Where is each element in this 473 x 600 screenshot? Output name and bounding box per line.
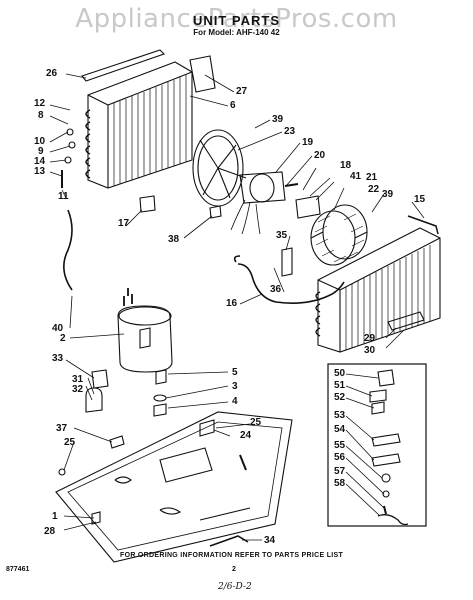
callout-39: 39: [272, 114, 284, 125]
fan-motor: [230, 171, 299, 235]
callout-4: 4: [232, 396, 238, 407]
callout-5: 5: [232, 367, 238, 378]
document-number: 877461: [6, 566, 30, 573]
callout-21: 21: [366, 172, 378, 183]
base-pan: [55, 411, 293, 563]
callout-58: 58: [334, 478, 346, 489]
callout-12: 12: [34, 98, 46, 109]
callout-16: 16: [226, 298, 238, 309]
ordering-note: FOR ORDERING INFORMATION REFER TO PARTS …: [120, 552, 344, 559]
compressor: [117, 288, 173, 373]
condenser-coil: [85, 61, 193, 189]
page-number: 2: [232, 566, 236, 573]
watermark-text: AppliancePartsPros.com: [75, 4, 398, 34]
callout-8: 8: [38, 110, 44, 121]
callout-23: 23: [284, 126, 296, 137]
callout-6: 6: [230, 100, 236, 111]
callout-25b: 25: [64, 437, 76, 448]
gasket-strip: [81, 49, 166, 82]
callout-38: 38: [168, 234, 180, 245]
seal-strip: [189, 55, 216, 93]
callout-36: 36: [270, 284, 282, 295]
callout-30: 30: [364, 345, 376, 356]
callout-26: 26: [46, 68, 58, 79]
callout-34: 34: [264, 535, 276, 546]
callout-27: 27: [236, 86, 248, 97]
callout-40: 40: [52, 323, 64, 334]
callout-33: 33: [52, 353, 64, 364]
diagram-subtitle: For Model: AHF-140 42: [193, 28, 280, 37]
callout-15: 15: [414, 194, 426, 205]
callout-28: 28: [44, 526, 56, 537]
callout-19: 19: [302, 137, 314, 148]
evaporator-coil: [315, 227, 441, 353]
callout-3: 3: [232, 381, 238, 392]
diagram-title: UNIT PARTS: [192, 13, 281, 28]
handwritten-note: 2/6-D-2: [218, 582, 252, 592]
callout-13: 13: [34, 166, 46, 177]
callout-52: 52: [334, 392, 346, 403]
callout-53: 53: [334, 410, 346, 421]
callout-20: 20: [314, 150, 326, 161]
callout-24: 24: [240, 430, 252, 441]
callout-56: 56: [334, 452, 346, 463]
callout-57: 57: [334, 466, 346, 477]
callout-17: 17: [118, 218, 130, 229]
callout-31: 31: [72, 374, 84, 385]
callout-18: 18: [340, 160, 352, 171]
callout-10: 10: [34, 136, 46, 147]
callout-39b: 39: [382, 189, 394, 200]
callout-2: 2: [60, 333, 66, 344]
callout-25: 25: [250, 417, 262, 428]
callout-22: 22: [368, 184, 380, 195]
callout-1: 1: [52, 511, 58, 522]
callout-32: 32: [72, 384, 84, 395]
callout-29: 29: [364, 333, 376, 344]
fan-blade: [192, 129, 247, 207]
callout-41: 41: [350, 171, 362, 182]
callout-14: 14: [34, 156, 46, 167]
callout-37: 37: [56, 423, 68, 434]
control-parts: [369, 369, 409, 526]
callout-50: 50: [334, 368, 346, 379]
blower-wheel: [310, 204, 368, 266]
callout-9: 9: [38, 146, 44, 157]
control-parts-box: [327, 363, 427, 527]
callout-35: 35: [276, 230, 288, 241]
callout-54: 54: [334, 424, 346, 435]
callout-51: 51: [334, 380, 346, 391]
callout-11: 11: [58, 191, 69, 202]
callout-55: 55: [334, 440, 346, 451]
